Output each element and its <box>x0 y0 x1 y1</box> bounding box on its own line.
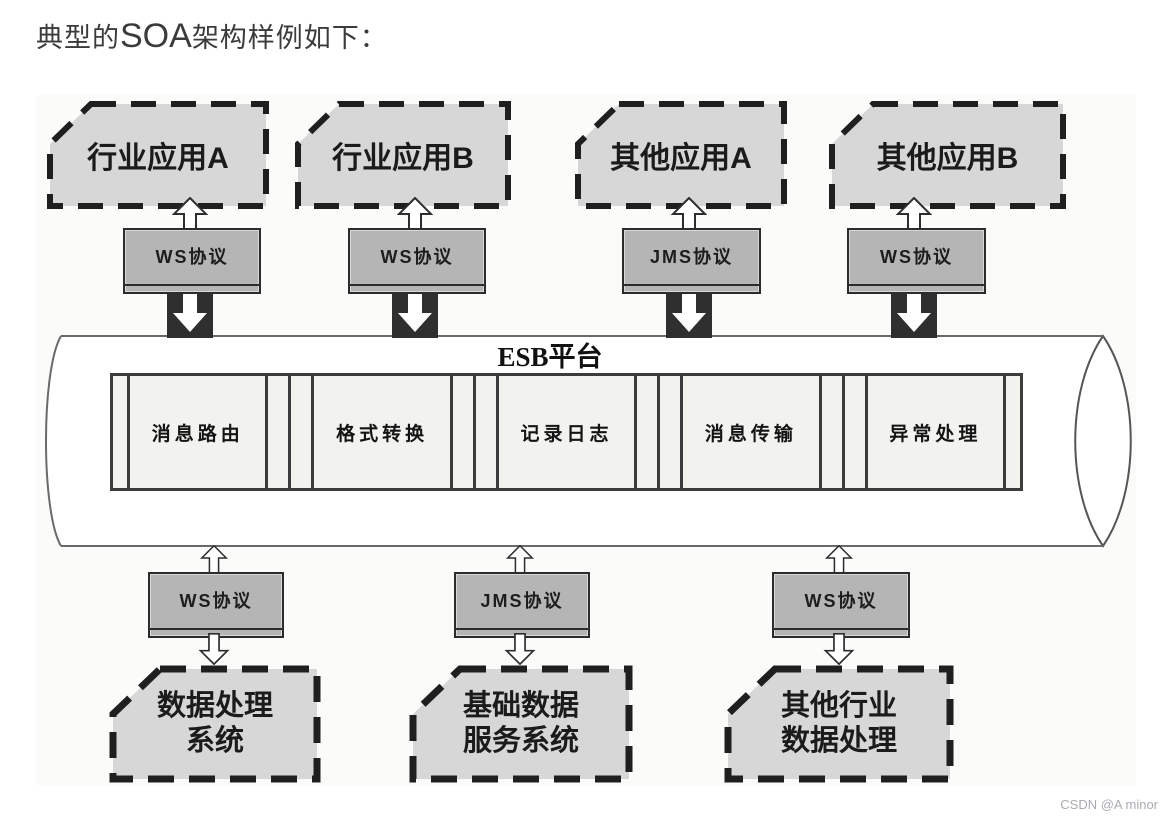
esb-module-label: 格式转换 <box>336 423 429 445</box>
protocol-label: WS协议 <box>155 247 229 267</box>
esb-module-label: 消息路由 <box>151 423 244 445</box>
band-spacer <box>822 376 842 488</box>
title-prefix: 典型的 <box>36 23 120 53</box>
band-divider <box>495 376 499 488</box>
app-node-other-b: 其他应用B <box>827 100 1068 210</box>
protocol-box-ws: WS协议 <box>847 228 986 294</box>
band-divider <box>864 376 868 488</box>
band-divider <box>265 376 269 488</box>
band-spacer <box>113 376 127 488</box>
system-node-label: 数据处理系统 <box>108 664 322 784</box>
protocol-box-jms: JMS协议 <box>622 228 761 294</box>
esb-module-label: 异常处理 <box>889 423 982 445</box>
esb-module-label: 消息传输 <box>704 423 797 445</box>
esb-platform-title: ESB平台 <box>497 342 603 372</box>
app-node-industry-a: 行业应用A <box>45 100 271 210</box>
system-node-other-industry: 其他行业数据处理 <box>723 664 955 784</box>
protocol-label: WS协议 <box>179 591 253 611</box>
app-node-label: 行业应用A <box>87 142 229 175</box>
system-node-line2: 数据处理 <box>780 725 897 757</box>
dashed-border-shape <box>295 101 511 209</box>
app-node-industry-b: 行业应用B <box>293 100 513 210</box>
dashed-border-shape <box>109 665 321 783</box>
down-arrow-connector-icon <box>167 294 213 338</box>
band-divider <box>680 376 684 488</box>
esb-module-cell: 消息传输 <box>683 376 818 488</box>
protocol-label: JMS协议 <box>649 247 733 267</box>
esb-module-cell: 记录日志 <box>499 376 634 488</box>
band-spacer <box>453 376 473 488</box>
esb-service-band: 消息路由 格式转换 记录日志 消息传输 异常处理 <box>110 373 1023 491</box>
down-arrow-connector-icon <box>666 294 712 338</box>
band-spacer <box>291 376 311 488</box>
band-spacer <box>1006 376 1020 488</box>
title-suffix: 架构样例如下： <box>191 23 388 53</box>
band-spacer <box>268 376 288 488</box>
band-spacer <box>476 376 496 488</box>
dashed-border-shape <box>724 665 954 783</box>
down-arrow-connector-icon <box>392 294 438 338</box>
down-arrow-icon <box>197 633 231 665</box>
system-node-line2: 系统 <box>185 725 244 757</box>
system-node-line1: 其他行业 <box>780 690 897 723</box>
band-divider <box>841 376 845 488</box>
band-divider <box>1003 376 1007 488</box>
up-arrow-icon <box>503 545 537 574</box>
system-node-data-processing: 数据处理系统 <box>108 664 322 784</box>
title-acronym: SOA <box>120 17 192 55</box>
band-divider <box>657 376 661 488</box>
band-spacer <box>660 376 680 488</box>
dashed-border-shape <box>829 101 1066 209</box>
app-node-label: 其他应用B <box>876 142 1019 175</box>
page-title: 典型的SOA架构样例如下： <box>36 16 388 56</box>
app-node-other-a: 其他应用A <box>573 100 789 210</box>
dashed-border-shape <box>47 101 269 209</box>
protocol-box-ws: WS协议 <box>148 572 284 638</box>
app-node-label: 行业应用B <box>332 142 474 175</box>
protocol-label: JMS协议 <box>480 591 564 611</box>
system-node-label: 基础数据服务系统 <box>408 664 634 784</box>
band-divider <box>449 376 453 488</box>
esb-module-cell: 格式转换 <box>314 376 449 488</box>
esb-module-label: 记录日志 <box>520 423 613 445</box>
protocol-label: WS协议 <box>804 591 878 611</box>
band-spacer <box>637 376 657 488</box>
band-divider <box>818 376 822 488</box>
system-node-line1: 数据处理 <box>156 690 273 723</box>
protocol-label: WS协议 <box>880 247 953 267</box>
esb-module-cell: 消息路由 <box>130 376 265 488</box>
protocol-box-ws: WS协议 <box>772 572 910 638</box>
band-divider <box>634 376 638 488</box>
band-divider <box>311 376 315 488</box>
app-node-label: 其他应用A <box>610 142 752 175</box>
band-divider <box>288 376 292 488</box>
system-node-label: 其他行业数据处理 <box>723 664 955 784</box>
system-node-line1: 基础数据 <box>462 690 579 723</box>
protocol-box-ws: WS协议 <box>348 228 486 294</box>
down-arrow-icon <box>503 633 537 665</box>
down-arrow-connector-icon <box>891 294 937 338</box>
band-spacer <box>845 376 865 488</box>
protocol-box-ws: WS协议 <box>123 228 261 294</box>
system-node-line2: 服务系统 <box>462 725 579 757</box>
band-divider <box>472 376 476 488</box>
protocol-label: WS协议 <box>380 247 454 267</box>
protocol-box-jms: JMS协议 <box>454 572 590 638</box>
watermark: CSDN @A minor <box>1060 797 1158 812</box>
down-arrow-icon <box>822 633 856 665</box>
up-arrow-icon <box>822 545 856 574</box>
dashed-border-shape <box>409 665 633 783</box>
band-divider <box>127 376 130 488</box>
system-node-basic-data-service: 基础数据服务系统 <box>408 664 634 784</box>
esb-module-cell: 异常处理 <box>868 376 1003 488</box>
up-arrow-icon <box>197 545 231 574</box>
